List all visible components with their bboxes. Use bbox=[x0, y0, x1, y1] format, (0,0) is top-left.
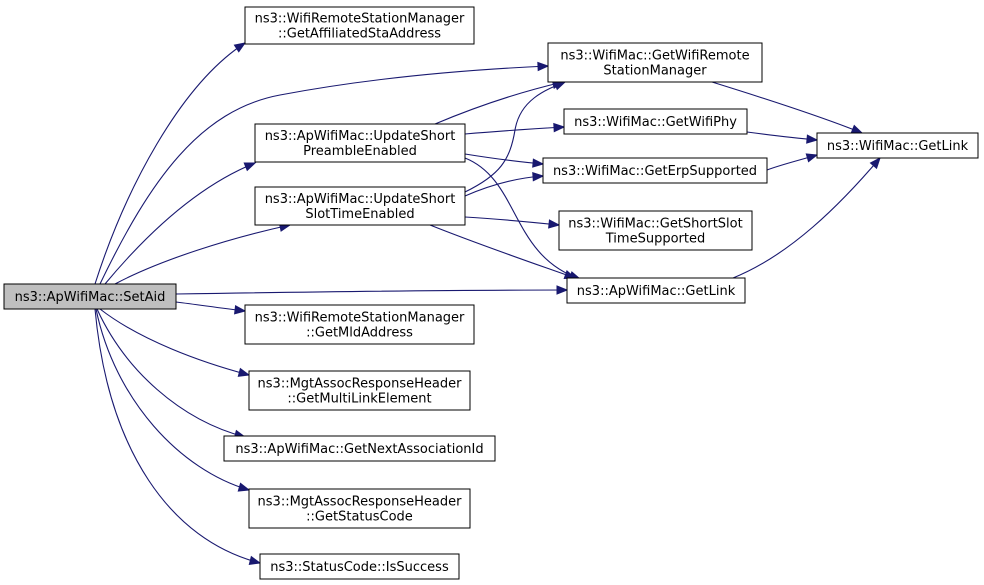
node-label: ns3::ApWifiMac::UpdateShort bbox=[265, 129, 456, 144]
edge-setaid-to-getnextassoc bbox=[96, 308, 247, 439]
node-label: ns3::WifiMac::GetErpSupported bbox=[553, 164, 757, 179]
node-label: ns3::ApWifiMac::GetNextAssociationId bbox=[235, 442, 483, 457]
node-getmld[interactable]: ns3::WifiRemoteStationManager::GetMldAdd… bbox=[244, 304, 475, 345]
node-label: ns3::WifiRemoteStationManager bbox=[255, 311, 465, 326]
edge-updatepreamble-to-getremotemgr bbox=[434, 79, 565, 125]
edge-setaid-to-getaffiliated bbox=[94, 42, 247, 285]
node-issuccess[interactable]: ns3::StatusCode::IsSuccess bbox=[259, 553, 460, 580]
node-label: ns3::ApWifiMac::UpdateShort bbox=[265, 192, 456, 207]
node-label: ns3::WifiMac::GetShortSlot bbox=[568, 217, 742, 232]
node-geterp[interactable]: ns3::WifiMac::GetErpSupported bbox=[542, 157, 768, 184]
node-label: ns3::WifiMac::GetWifiPhy bbox=[574, 115, 737, 130]
node-updatepreamble[interactable]: ns3::ApWifiMac::UpdateShortPreambleEnabl… bbox=[254, 123, 466, 163]
node-label: ns3::MgtAssocResponseHeader bbox=[258, 377, 463, 392]
node-getremotemgr[interactable]: ns3::WifiMac::GetWifiRemoteStationManage… bbox=[547, 42, 763, 83]
edge-updatepreamble-to-geterp bbox=[464, 153, 545, 168]
edge-setaid-to-getmultilink bbox=[99, 308, 251, 377]
nodes-layer: ns3::ApWifiMac::SetAidns3::WifiRemoteSta… bbox=[3, 6, 979, 580]
edge-updateslot-to-geterp bbox=[464, 172, 545, 197]
node-label: ::GetMldAddress bbox=[306, 326, 413, 341]
edge-setaid-to-apgetlink bbox=[175, 285, 569, 295]
node-label: ::GetStatusCode bbox=[306, 510, 413, 525]
edge-updateslot-to-apgetlink bbox=[429, 224, 577, 279]
node-label: ns3::WifiMac::GetLink bbox=[827, 139, 969, 154]
node-label: ::GetMultiLinkElement bbox=[287, 392, 431, 407]
node-label: ns3::StatusCode::IsSuccess bbox=[270, 560, 449, 575]
edge-setaid-to-getremotemgr bbox=[99, 61, 550, 285]
edge-setaid-to-updatepreamble bbox=[104, 162, 257, 285]
node-label: StationManager bbox=[603, 64, 707, 79]
node-label: ns3::ApWifiMac::GetLink bbox=[577, 284, 736, 299]
node-label: ns3::MgtAssocResponseHeader bbox=[258, 495, 463, 510]
edge-geterp-to-wifimacgetlink bbox=[766, 153, 819, 171]
edge-apgetlink-to-wifimacgetlink bbox=[732, 156, 881, 279]
node-label: PreambleEnabled bbox=[303, 144, 417, 159]
edges-layer bbox=[94, 42, 881, 565]
node-label: ::GetAffiliatedStaAddress bbox=[278, 27, 441, 42]
node-updateslot[interactable]: ns3::ApWifiMac::UpdateShortSlotTimeEnabl… bbox=[254, 186, 466, 226]
node-label: ns3::ApWifiMac::SetAid bbox=[15, 290, 166, 305]
node-label: ns3::WifiMac::GetWifiRemote bbox=[560, 49, 749, 64]
node-getmultilink[interactable]: ns3::MgtAssocResponseHeader::GetMultiLin… bbox=[248, 370, 471, 411]
node-getnextassoc[interactable]: ns3::ApWifiMac::GetNextAssociationId bbox=[223, 435, 496, 462]
node-setaid[interactable]: ns3::ApWifiMac::SetAid bbox=[3, 283, 177, 310]
node-apgetlink[interactable]: ns3::ApWifiMac::GetLink bbox=[566, 277, 746, 304]
node-getaffiliated[interactable]: ns3::WifiRemoteStationManager::GetAffili… bbox=[244, 6, 475, 45]
node-label: TimeSupported bbox=[605, 232, 705, 247]
node-label: SlotTimeEnabled bbox=[305, 207, 414, 222]
edge-setaid-to-getstatuscode bbox=[95, 308, 251, 492]
edge-getwifiphy-to-wifimacgetlink bbox=[746, 131, 819, 144]
node-label: ns3::WifiRemoteStationManager bbox=[255, 12, 465, 27]
edge-setaid-to-issuccess bbox=[94, 308, 262, 565]
edge-setaid-to-updateslot bbox=[114, 222, 292, 285]
edge-setaid-to-getmld bbox=[175, 301, 247, 315]
node-getstatuscode[interactable]: ns3::MgtAssocResponseHeader::GetStatusCo… bbox=[248, 488, 471, 529]
node-wifimacgetlink[interactable]: ns3::WifiMac::GetLink bbox=[816, 132, 979, 159]
edge-updateslot-to-getshortslot bbox=[464, 216, 561, 229]
node-getwifiphy[interactable]: ns3::WifiMac::GetWifiPhy bbox=[563, 108, 748, 135]
